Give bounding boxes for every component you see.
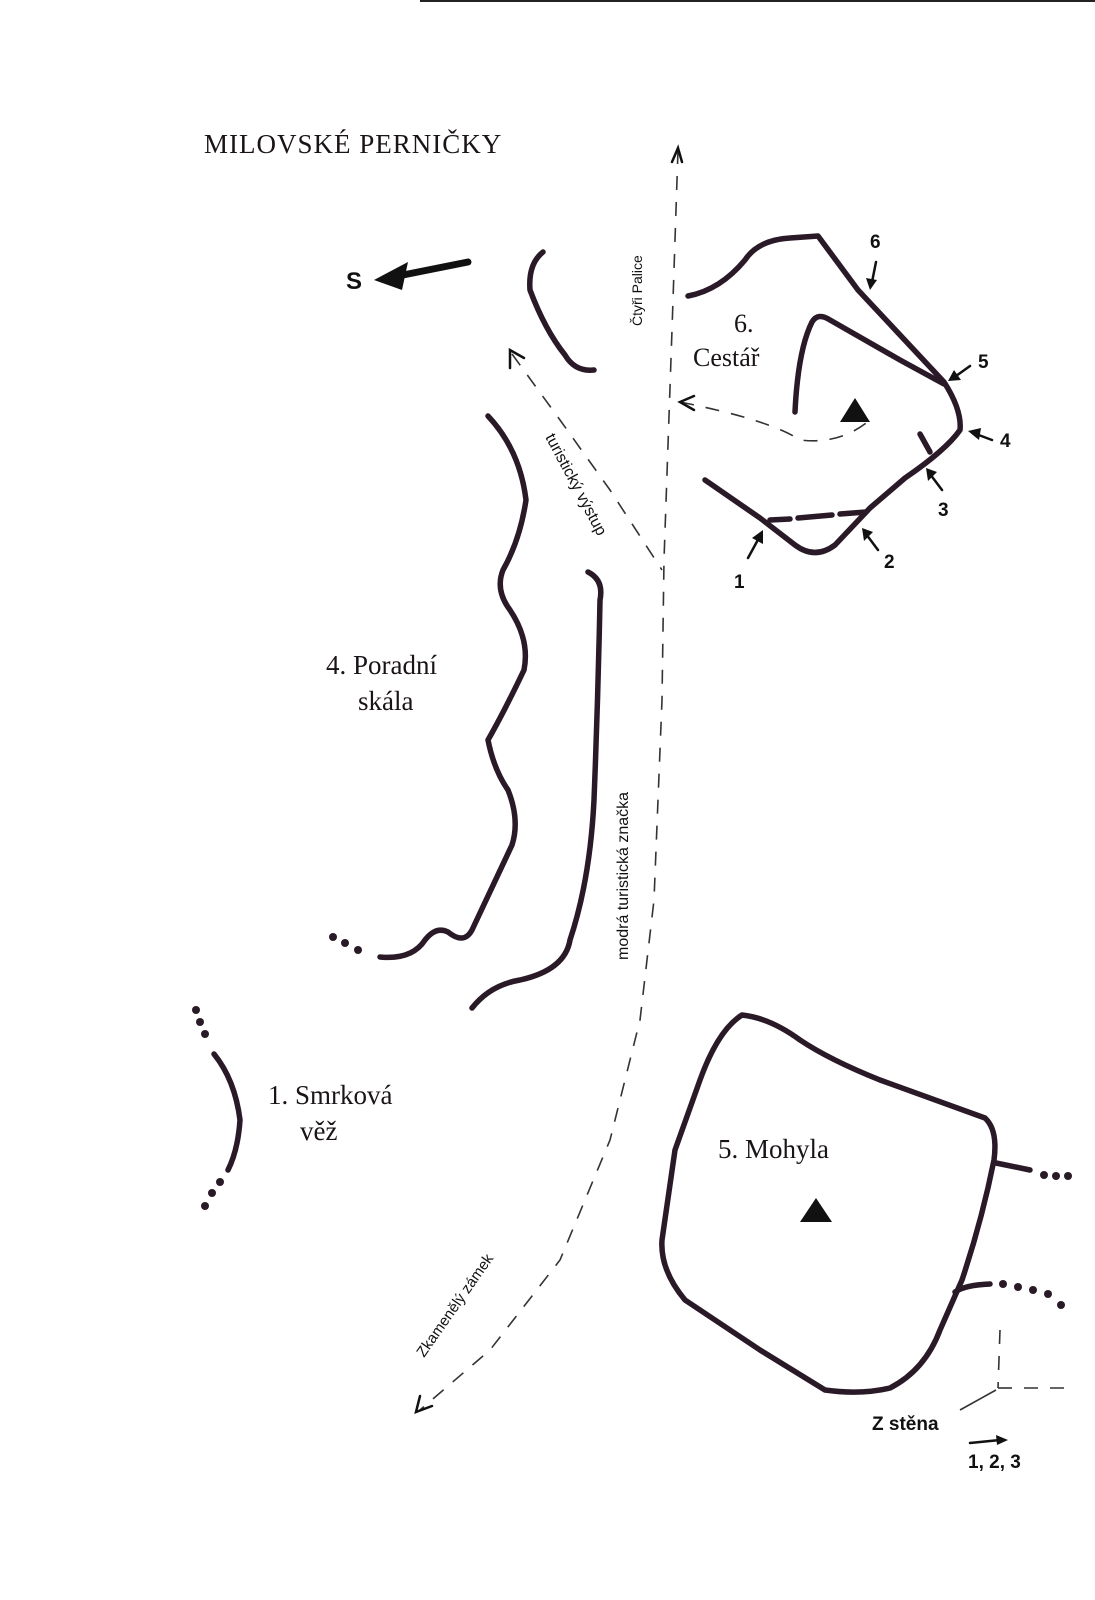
smrkova-dot <box>192 1006 200 1014</box>
north-arrow-head <box>374 262 408 290</box>
trails <box>414 144 1075 1415</box>
mohyla-name: 5. Mohyla <box>718 1134 829 1164</box>
rock-mohyla: 5. Mohyla <box>659 1012 1072 1395</box>
cestar-dash-1 <box>767 516 793 523</box>
route-5-arrow <box>954 364 972 378</box>
map-title: MILOVSKÉ PERNIČKY <box>204 129 502 159</box>
cestar-dash-2 <box>795 512 835 521</box>
mohyla-dot <box>1040 1171 1048 1179</box>
poradni-west-outline <box>377 413 529 961</box>
route-1-arrowhead <box>752 530 763 544</box>
z-stena-leader <box>959 1389 997 1411</box>
north-label: S <box>346 268 362 295</box>
route-3-arrowhead <box>926 468 937 481</box>
smrkova-dot <box>201 1030 209 1038</box>
poradni-east-outline <box>469 569 604 1011</box>
cestar-routes: 1 2 3 4 5 6 <box>734 232 1011 593</box>
north-arrow-shaft <box>394 258 472 280</box>
poradni-dot <box>329 933 337 941</box>
route-number-3: 3 <box>938 500 949 521</box>
cestar-approach-arrowhead <box>677 394 696 412</box>
z-stena-label: Z stěna <box>872 1414 939 1435</box>
climb-path <box>511 353 663 571</box>
poradni-name-line1: 4. Poradní <box>326 650 437 680</box>
smrkova-dot <box>201 1202 209 1210</box>
cestar-outline <box>685 233 963 556</box>
route-4-arrowhead <box>968 428 981 440</box>
poradni-dot <box>341 939 349 947</box>
mohyla-dot <box>1057 1301 1065 1309</box>
zkamenely-zamek-label: Zkamenělý zámek <box>413 1250 497 1360</box>
trail-arrowhead-bottom <box>414 1394 434 1415</box>
z-stena-route-numbers: 1, 2, 3 <box>968 1452 1021 1473</box>
mohyla-dot <box>1044 1290 1052 1298</box>
mohyla-dot <box>1029 1286 1037 1294</box>
smrkova-dot <box>196 1018 204 1026</box>
z-stena-arrow <box>968 1438 1002 1445</box>
smrkova-dot <box>216 1178 224 1186</box>
rock-cestar: 6. Cestář <box>685 233 963 556</box>
cestar-dash-3 <box>837 509 869 517</box>
climb-path-arrowhead <box>508 347 526 370</box>
modra-znacka-label: modrá turistická značka <box>615 792 632 960</box>
mohyla-dot <box>1052 1172 1060 1180</box>
route-5-arrowhead <box>948 370 961 381</box>
z-stena-routes: Z stěna 1, 2, 3 <box>872 1414 1021 1473</box>
route-number-5: 5 <box>978 352 989 373</box>
route-2-arrowhead <box>862 528 873 541</box>
mohyla-spur-lower <box>952 1281 993 1295</box>
cestar-tick <box>917 431 933 455</box>
route-number-4: 4 <box>1000 431 1011 452</box>
cestar-number: 6. <box>734 309 754 338</box>
mohyla-summit-triangle <box>800 1198 832 1222</box>
rock-smrkova: 1. Smrková věž <box>192 1006 393 1210</box>
mohyla-spur-upper <box>993 1160 1033 1173</box>
trail-arrowhead-top <box>670 144 684 164</box>
route-6-arrowhead <box>866 278 877 290</box>
mohyla-outline <box>659 1012 998 1395</box>
route-number-6: 6 <box>870 232 881 253</box>
smrkova-name-line2: věž <box>300 1116 337 1146</box>
turisticky-vystup-label: turistický výstup <box>541 431 609 539</box>
cestar-inner-outline <box>792 313 947 415</box>
poradni-name-line2: skála <box>358 686 413 716</box>
z-stena-path-vertical <box>997 1329 1001 1389</box>
mohyla-dot <box>999 1280 1007 1288</box>
route-number-1: 1 <box>734 572 745 593</box>
cestar-name: Cestář <box>693 343 760 372</box>
rock-poradni: 4. Poradní skála <box>326 413 604 1011</box>
smrkova-outline <box>211 1051 243 1173</box>
cestar-summit-triangle <box>840 398 870 422</box>
route-number-2: 2 <box>884 552 895 573</box>
rock-outline-small <box>527 249 597 373</box>
north-arrow: S <box>346 258 472 295</box>
blue-trail-path <box>419 149 679 1411</box>
smrkova-name-line1: 1. Smrková <box>268 1080 393 1110</box>
z-stena-arrowhead <box>996 1435 1008 1445</box>
poradni-dot <box>354 946 362 954</box>
mohyla-dot <box>1064 1172 1072 1180</box>
ctyri-palice-label: Čtyři Palice <box>629 255 645 326</box>
route-6-arrow <box>870 260 878 284</box>
mohyla-dot <box>1014 1283 1022 1291</box>
smrkova-dot <box>208 1189 216 1197</box>
